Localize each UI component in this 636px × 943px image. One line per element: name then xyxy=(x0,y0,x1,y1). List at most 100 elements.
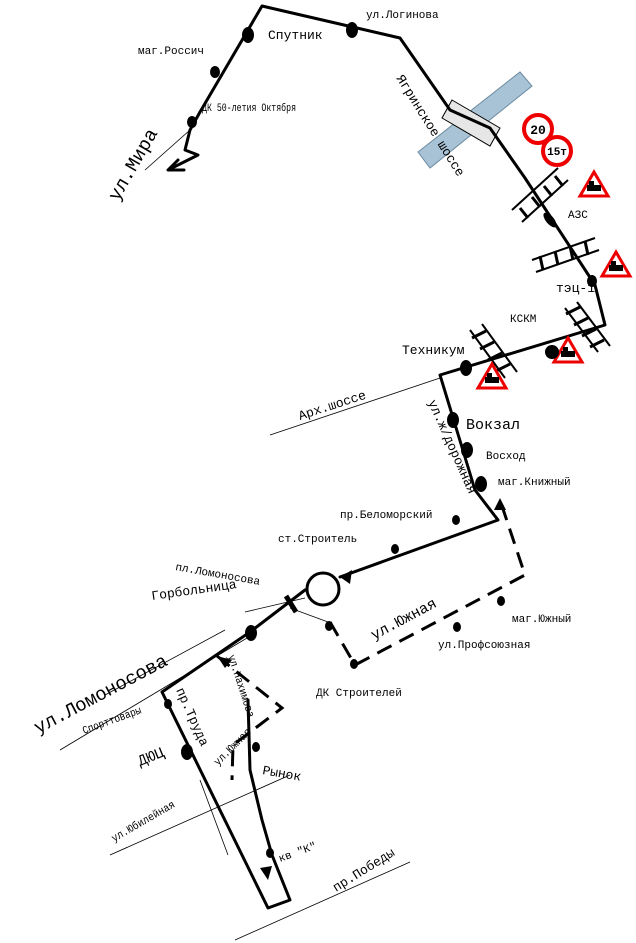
sleeper xyxy=(573,316,589,327)
stop-marker xyxy=(245,625,257,641)
label-rynok: Рынок xyxy=(261,763,302,785)
stop-marker xyxy=(460,360,472,376)
stop-marker xyxy=(346,22,358,38)
street-nahimova: ул.Нахимова xyxy=(224,653,256,719)
stop-marker xyxy=(497,596,505,606)
sleeper xyxy=(530,196,542,208)
road-pobedy xyxy=(234,861,411,941)
thin-roads xyxy=(59,129,441,941)
street-truda: пр.Труда xyxy=(172,686,211,749)
street-mira: ул.Мира xyxy=(104,125,163,205)
sleeper xyxy=(542,185,554,197)
street-pobedy: пр.Победы xyxy=(330,845,398,895)
stop-marker xyxy=(210,66,220,78)
railway-warning-icon xyxy=(475,361,509,390)
label-dk50: ДК 50-летия Октября xyxy=(202,102,296,114)
dash-arrow-nahimova xyxy=(217,656,232,668)
label-loginova: ул.Логинова xyxy=(366,10,439,22)
route-arrow-south xyxy=(260,866,272,880)
sleeper xyxy=(487,351,503,362)
rail xyxy=(535,249,600,273)
warning-signs xyxy=(475,169,633,390)
stop-marker xyxy=(181,744,193,760)
stop-marker xyxy=(242,27,254,43)
road-pl-lomonosova xyxy=(244,597,306,613)
sleeper xyxy=(565,305,581,316)
sleeper xyxy=(589,338,605,349)
street-labels: ул.Мира Ягринское шоссе Арх.шоссе ул.ж/д… xyxy=(30,72,479,895)
stop-marker xyxy=(266,848,274,858)
railway-tets xyxy=(531,237,600,273)
railway-tekhnikum xyxy=(469,323,518,379)
crossing-bar xyxy=(283,594,299,614)
label-kv-k: кв "К" xyxy=(277,841,318,866)
stop-marker xyxy=(453,622,461,632)
label-dyuts: ДЮЦ xyxy=(136,745,167,771)
label-vokzal: Вокзал xyxy=(466,417,520,434)
railway-crossings xyxy=(469,167,611,379)
stop-marker xyxy=(164,699,172,709)
railway-azs xyxy=(511,167,569,223)
rail xyxy=(521,179,569,223)
sleeper xyxy=(495,362,511,373)
sleeper xyxy=(553,175,565,187)
stop-marker xyxy=(350,659,358,669)
railway-warning-icon xyxy=(551,335,585,364)
label-azs: АЗС xyxy=(568,210,588,222)
road-lomonosova-2 xyxy=(104,629,226,696)
label-mag-yuzhny: маг.Южный xyxy=(512,614,571,626)
route-loop-arrow xyxy=(166,158,186,172)
label-sputnik: Спутник xyxy=(268,28,323,43)
label-st-stroitel: ст.Строитель xyxy=(278,534,357,546)
street-yuzhnaya: ул.Южная xyxy=(368,596,440,645)
axle-limit-value: 15т xyxy=(547,147,567,159)
dash-arrow-north xyxy=(494,498,506,510)
street-yubileynaya: ул.Юбилейная xyxy=(109,798,178,845)
label-kskm: КСКМ xyxy=(510,314,536,326)
stop-markers xyxy=(164,22,597,858)
sleeper xyxy=(553,250,560,266)
label-mag-rossich: маг.Россич xyxy=(138,46,204,58)
rail xyxy=(511,167,559,211)
label-gorbolnitsa: Горбольница xyxy=(150,577,237,604)
sleeper xyxy=(581,327,597,338)
road-arkh xyxy=(269,377,441,436)
stop-marker xyxy=(475,476,487,492)
road-mira xyxy=(144,129,191,171)
label-voskhod: Восход xyxy=(486,451,526,463)
label-ul-profsoyuznaya: ул.Профсоюзная xyxy=(438,639,530,652)
label-tekhnikum: Техникум xyxy=(402,343,465,358)
rail xyxy=(481,323,518,373)
stop-marker xyxy=(452,515,460,525)
sleeper xyxy=(538,255,545,271)
stop-marker xyxy=(545,345,559,359)
stop-marker xyxy=(587,275,597,287)
sleeper xyxy=(568,245,575,261)
railway-kskm xyxy=(564,301,611,353)
stop-marker xyxy=(325,621,333,631)
stop-marker xyxy=(187,116,197,128)
label-pr-belomorsky: пр.Беломорский xyxy=(340,510,432,522)
sleeper xyxy=(471,329,487,340)
stop-marker xyxy=(461,442,473,458)
route-dash-nahimova xyxy=(216,654,285,781)
route-main-north xyxy=(198,4,607,579)
road-truda-side xyxy=(199,779,229,856)
stop-marker xyxy=(447,412,459,428)
route-main-south xyxy=(160,588,307,910)
stop-marker xyxy=(391,544,399,554)
railway-warning-icon xyxy=(577,169,611,198)
label-mag-knizhny: маг.Книжный xyxy=(498,477,571,489)
rail xyxy=(576,301,611,347)
return-route xyxy=(216,498,527,781)
roundabout xyxy=(305,571,341,607)
sleeper xyxy=(518,207,530,219)
route-arrow-west xyxy=(340,570,352,584)
axle-limit-sign: 15т xyxy=(541,135,573,167)
stop-marker xyxy=(543,212,557,228)
route-dash-east xyxy=(328,499,527,668)
stop-marker xyxy=(252,742,260,752)
sleeper xyxy=(479,340,495,351)
road-yubileynaya xyxy=(109,774,291,856)
